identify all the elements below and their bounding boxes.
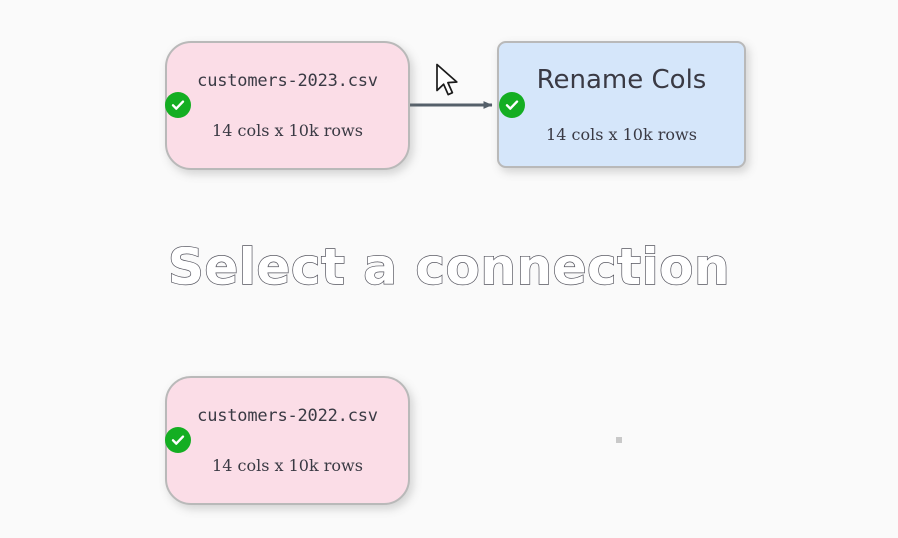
node-rename-cols[interactable]: Rename Cols 14 cols x 10k rows [497, 41, 746, 168]
node-subtitle: 14 cols x 10k rows [212, 456, 363, 475]
node-title: customers-2023.csv [197, 71, 378, 91]
check-circle-icon [165, 427, 191, 453]
check-circle-icon [165, 92, 191, 118]
check-circle-icon [499, 92, 525, 118]
arrow-pointer-cursor [436, 63, 458, 96]
prompt-select-a-connection: Select a connection [167, 237, 731, 296]
node-subtitle: 14 cols x 10k rows [212, 121, 363, 140]
node-customers-2022[interactable]: customers-2022.csv 14 cols x 10k rows [165, 376, 410, 505]
node-title: customers-2022.csv [197, 406, 378, 426]
connection-handle[interactable] [616, 437, 622, 443]
node-title: Rename Cols [536, 65, 707, 95]
node-subtitle: 14 cols x 10k rows [546, 125, 697, 144]
node-customers-2023[interactable]: customers-2023.csv 14 cols x 10k rows [165, 41, 410, 170]
